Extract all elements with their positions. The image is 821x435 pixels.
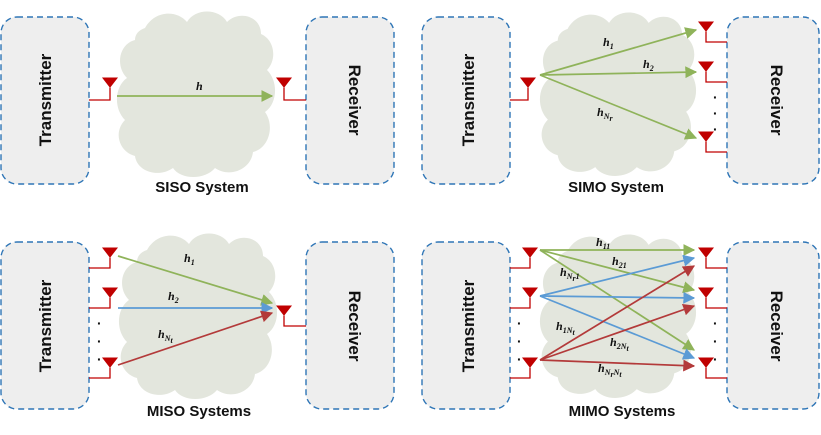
mimo-rx-dots-2: · xyxy=(713,333,718,349)
mimo-caption: MIMO Systems xyxy=(569,403,676,420)
simo-hn-label: hNr xyxy=(597,105,613,123)
mimo-path-h2n xyxy=(539,303,696,361)
siso-panel: Transmitter Receiver h SISO System xyxy=(0,11,395,196)
simo-receiver-label: Receiver xyxy=(767,65,786,136)
miso-receiver-label: Receiver xyxy=(345,291,364,362)
mimo-rx2-feed xyxy=(705,298,727,309)
simo-path-hn xyxy=(539,74,698,140)
siso-rx-antenna-icon xyxy=(276,77,292,95)
miso-tx1-feed xyxy=(89,258,111,269)
mimo-tx2-antenna-icon xyxy=(522,287,538,305)
miso-transmitter-box xyxy=(0,241,90,410)
simo-rx-dots-2: · xyxy=(713,105,718,121)
siso-channel-cloud xyxy=(116,11,276,177)
siso-h-label: h xyxy=(196,79,203,93)
miso-path-h1 xyxy=(117,255,274,306)
miso-tx1-antenna-icon xyxy=(102,247,118,265)
mimo-rx-dots-3: · xyxy=(713,351,718,367)
miso-panel: Transmitter Receiver · · · h1 h2 hNt MIS… xyxy=(0,233,395,420)
simo-rxn-antenna-icon xyxy=(698,131,714,149)
simo-tx-feed xyxy=(510,88,529,101)
simo-caption: SIMO System xyxy=(568,179,664,196)
mimo-h11-label: h11 xyxy=(596,235,610,251)
miso-rx-feed xyxy=(283,316,306,327)
miso-hn-label: hNt xyxy=(158,327,173,345)
miso-receiver-box xyxy=(305,241,395,410)
mimo-rx1-antenna-icon xyxy=(698,247,714,265)
simo-rx1-antenna-icon xyxy=(698,21,714,39)
mimo-h2n-label: h2Nt xyxy=(610,335,629,353)
mimo-path-h21 xyxy=(539,249,696,294)
miso-txn-feed xyxy=(89,368,111,379)
siso-transmitter-box xyxy=(0,16,90,185)
miso-caption: MISO Systems xyxy=(147,403,251,420)
mimo-transmitter-label: Transmitter xyxy=(459,279,478,372)
mimo-transmitter-box xyxy=(421,241,511,410)
mimo-tx1-antenna-icon xyxy=(522,247,538,265)
mimo-txn-antenna-icon xyxy=(522,357,538,375)
miso-tx2-feed xyxy=(89,298,111,309)
mimo-txn-feed xyxy=(510,368,531,379)
simo-rx1-feed xyxy=(705,32,727,43)
miso-tx2-antenna-icon xyxy=(102,287,118,305)
simo-h2-label: h2 xyxy=(643,57,654,73)
siso-receiver-label: Receiver xyxy=(345,65,364,136)
mimo-panel: Transmitter Receiver · · · · · · h xyxy=(421,234,820,420)
mimo-path-hnr1 xyxy=(539,249,695,351)
simo-transmitter-label: Transmitter xyxy=(459,53,478,146)
simo-tx-antenna-icon xyxy=(520,77,536,95)
mimo-rxn-feed xyxy=(705,368,727,379)
simo-rx2-antenna-icon xyxy=(698,61,714,79)
siso-transmitter-label: Transmitter xyxy=(36,53,55,146)
simo-rxn-feed xyxy=(705,142,727,153)
simo-path-h1 xyxy=(539,27,698,76)
mimo-path-b3 xyxy=(539,295,696,360)
mimo-rx1-feed xyxy=(705,258,727,269)
miso-tx-dots-3: · xyxy=(97,351,102,367)
mimo-tx2-feed xyxy=(510,298,531,309)
siso-caption: SISO System xyxy=(155,179,248,196)
mimo-path-h1n xyxy=(539,265,696,361)
mimo-path-b2 xyxy=(539,291,696,304)
miso-h2-label: h2 xyxy=(168,289,179,305)
simo-path-h2 xyxy=(539,66,698,79)
siso-tx-feed xyxy=(89,88,111,101)
simo-rx-dots-1: · xyxy=(713,89,718,105)
mimo-rx2-antenna-icon xyxy=(698,287,714,305)
simo-h1-label: h1 xyxy=(603,35,614,51)
simo-panel: Transmitter Receiver · · · h1 h2 hNr SIM… xyxy=(421,12,820,196)
miso-channel-cloud xyxy=(118,233,278,399)
miso-rx-antenna-icon xyxy=(276,305,292,323)
mimo-path-b1 xyxy=(539,254,696,297)
mimo-rx-dots-1: · xyxy=(713,315,718,331)
mimo-receiver-label: Receiver xyxy=(767,291,786,362)
mimo-tx1-feed xyxy=(510,258,531,269)
miso-h1-label: h1 xyxy=(184,251,195,267)
miso-transmitter-label: Transmitter xyxy=(36,279,55,372)
mimo-h21-label: h21 xyxy=(612,254,627,270)
miso-path-hn xyxy=(117,310,274,366)
miso-tx-dots-1: · xyxy=(97,315,102,331)
siso-tx-antenna-icon xyxy=(102,77,118,95)
mimo-tx-dots-1: · xyxy=(517,315,522,331)
miso-txn-antenna-icon xyxy=(102,357,118,375)
siso-rx-feed xyxy=(283,88,306,101)
mimo-hnr1-label: hNr1 xyxy=(560,265,580,283)
mimo-receiver-box xyxy=(726,241,820,410)
simo-receiver-box xyxy=(726,16,820,185)
mimo-tx-dots-2: · xyxy=(517,333,522,349)
simo-rx-dots-3: · xyxy=(713,121,718,137)
mimo-path-hnn xyxy=(539,359,696,372)
siso-receiver-box xyxy=(305,16,395,185)
mimo-hnn-label: hNrNt xyxy=(598,361,622,379)
mimo-rxn-antenna-icon xyxy=(698,357,714,375)
simo-rx2-feed xyxy=(705,72,727,83)
simo-transmitter-box xyxy=(421,16,511,185)
mimo-h1n-label: h1Nt xyxy=(556,319,575,337)
mimo-tx-dots-3: · xyxy=(517,351,522,367)
miso-tx-dots-2: · xyxy=(97,333,102,349)
